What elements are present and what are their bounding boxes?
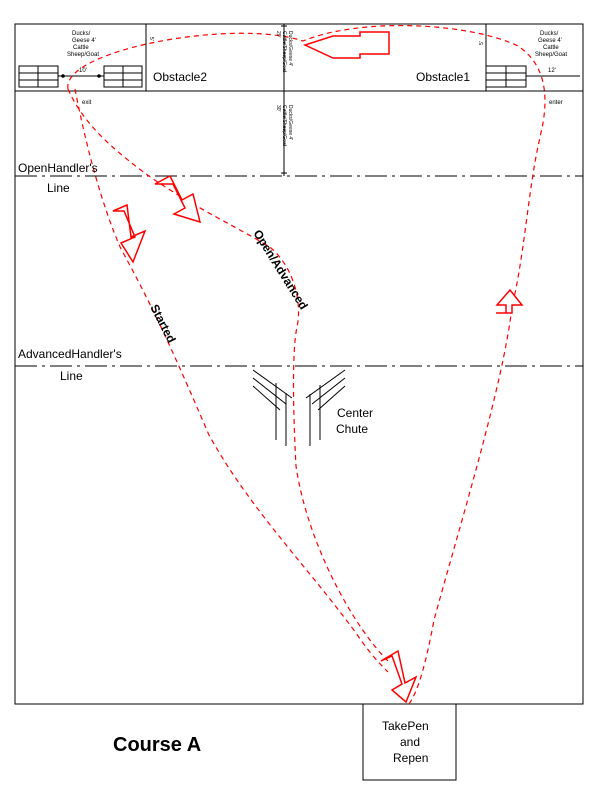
center-top-measure-line-3: 20' xyxy=(275,31,281,38)
right-measure-line-1: Ducks/ xyxy=(540,31,559,37)
open-advanced-direction-arrow xyxy=(154,174,202,224)
pen-label-2: and xyxy=(400,735,420,749)
right-gap-label: 5' xyxy=(479,41,485,45)
take-pen-box xyxy=(362,703,457,781)
advanced-handler-line-label-1: AdvancedHandler's xyxy=(18,347,122,361)
started-direction-arrow xyxy=(112,203,147,264)
open-advanced-inner-route xyxy=(67,88,389,662)
center-chute-label-2: Chute xyxy=(336,422,368,436)
center-top-measure-line-2: Cattle/Sheep/Goat xyxy=(281,31,287,73)
obstacle2-label: Obstacle2 xyxy=(153,70,207,84)
bottom-direction-arrow xyxy=(380,649,418,704)
chute-right-mid xyxy=(311,377,346,405)
pen-label-3: Repen xyxy=(393,751,428,765)
center-mid-measure-line-1: Ducks/Geese 4' xyxy=(287,105,293,140)
left-measure-line-5: 10' xyxy=(79,68,87,74)
right-return-direction-arrow xyxy=(495,288,524,314)
center-chute-label-1: Center xyxy=(337,406,373,420)
chute-right-top xyxy=(305,369,346,399)
right-measure-line-2: Geese 4' xyxy=(538,38,562,44)
open-advanced-route-path xyxy=(67,24,546,705)
left-measure-line-3: Cattle xyxy=(73,45,89,51)
course-title: Course A xyxy=(113,734,201,756)
top-direction-arrow xyxy=(302,31,390,59)
field-boundary xyxy=(14,23,584,705)
open-handler-line-label-1: OpenHandler's xyxy=(18,161,98,175)
center-top-measure-line-1: Ducks/Geese 4' xyxy=(287,31,293,66)
advanced-handler-line-label-2: Line xyxy=(60,369,83,383)
exit-label: exit xyxy=(82,100,92,106)
left-gap-arrow-a xyxy=(61,74,65,78)
started-route-path xyxy=(74,88,389,673)
pen-label-1: TakePen xyxy=(382,719,429,733)
left-gap-arrow-b xyxy=(97,74,101,78)
obstacle1-label: Obstacle1 xyxy=(416,70,470,84)
chute-left-mid xyxy=(252,377,287,405)
open-advanced-route-label: Open/Advanced xyxy=(250,227,310,312)
right-measure-line-3: Cattle xyxy=(543,45,559,51)
chute-right-bottom xyxy=(317,385,346,411)
open-handler-line-label-2: Line xyxy=(47,181,70,195)
right-measure-line-5: 12' xyxy=(548,68,556,74)
left-measure-line-2: Geese 4' xyxy=(72,38,96,44)
center-mid-measure-line-3: 30' xyxy=(275,105,281,112)
left-measure-line-4: Sheep/Goat xyxy=(67,52,99,58)
left-gap-label: 5' xyxy=(148,37,154,41)
center-mid-measure-line-2: Cattle/Sheep/Goat xyxy=(281,105,287,147)
started-route-label: Started xyxy=(147,302,178,345)
right-measure-line-4: Sheep/Goat xyxy=(535,52,567,58)
enter-label: enter xyxy=(549,100,563,106)
left-measure-line-1: Ducks/ xyxy=(72,31,91,37)
